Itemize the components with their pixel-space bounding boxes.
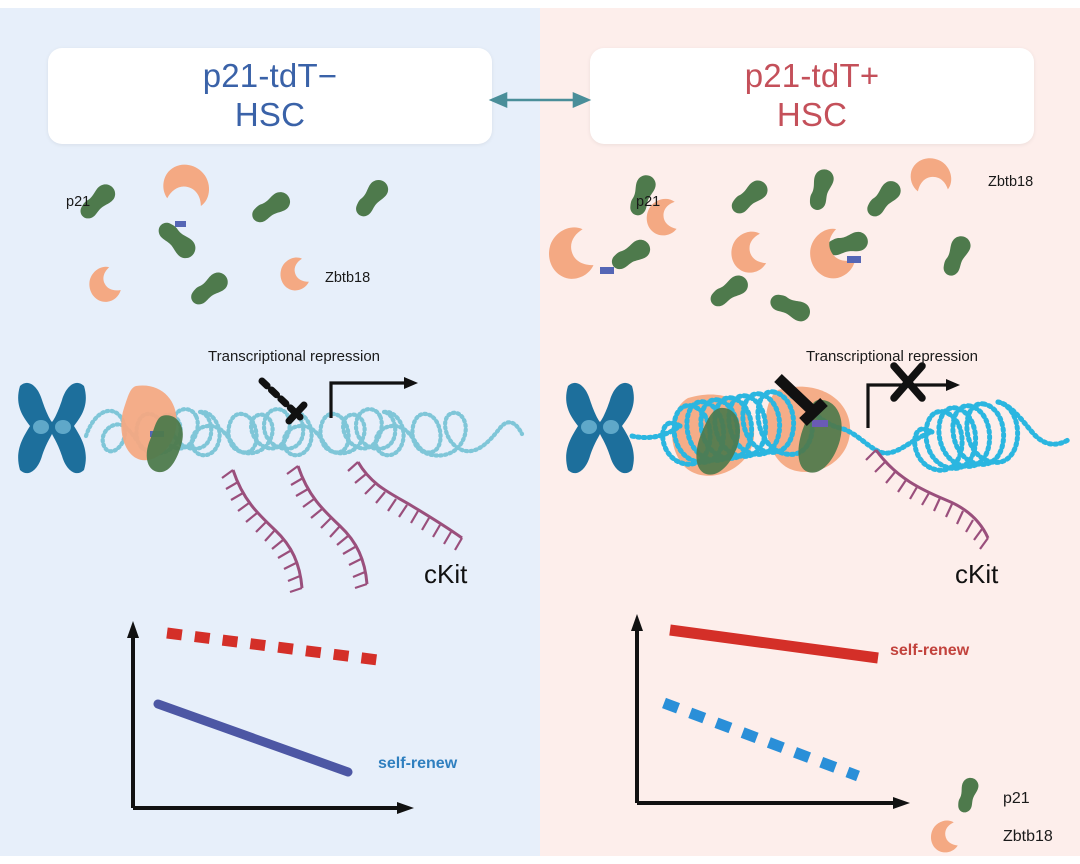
left-panel-graphics [18,159,525,814]
p21-zbtb18-bond [847,256,861,263]
zbtb18-molecule-group-left [83,159,311,307]
panel-left-title-line1: p21-tdT− [202,57,338,95]
zbtb18-molecule [159,159,215,209]
panel-left-title: p21-tdT− HSC [203,57,338,135]
p21-molecule [803,167,840,212]
title-card-left: p21-tdT− HSC [48,48,492,144]
zbtb18-molecule [276,255,311,294]
legend-p21-icon [952,776,984,814]
panel-right-title: p21-tdT+ HSC [745,57,880,135]
p21-label-right: p21 [636,194,661,210]
transcription-arrow-left [329,377,418,418]
mrna-strand [347,461,463,551]
zbtb18-label-right: Zbtb18 [988,174,1034,190]
chart-left-series-dashed [166,627,379,666]
zbtb18-molecule [727,229,768,276]
legend-label-zbtb18: Zbtb18 [1003,828,1053,845]
mrna-strand [865,449,990,550]
centromere [581,420,597,434]
p21-molecule-group-left [78,176,390,313]
transcription-arrow-right [866,379,960,428]
gene-label-right: cKit [955,559,999,589]
legend-zbtb18-icon [928,819,959,855]
p21-molecule [865,176,903,222]
zbtb18-molecule [800,224,860,287]
p21-bound-left [146,415,183,473]
centromere [55,420,71,434]
zbtb18-label-left: Zbtb18 [325,270,371,286]
gene-label-left: cKit [424,559,468,589]
p21-molecule [729,174,771,221]
centromere [603,420,619,434]
p21-molecule [249,183,294,232]
zbtb18-molecule [910,157,952,192]
mrna-strand [221,469,304,594]
p21-molecule [609,231,654,280]
mrna-strand [286,465,369,590]
p21-zbtb18-bond [600,267,614,274]
centromere [33,420,49,434]
repression-tbar-left [258,377,308,425]
panel-right-title-line1: p21-tdT+ [744,57,880,95]
p21-molecule [941,235,973,277]
self-renew-label-left: self-renew [378,755,458,772]
repression-label-right: Transcriptional repression [806,348,979,365]
p21-molecule [769,292,811,324]
right-panel-graphics [542,157,1071,855]
mrna-group-right [865,449,990,550]
mrna-group-left [221,461,463,594]
legend-label-p21: p21 [1003,790,1030,807]
p21-zbtb18-bond [175,221,186,227]
chart-right-series-dashed [662,697,860,782]
repression-label-left: Transcriptional repression [208,348,381,365]
self-renew-label-right: self-renew [890,642,970,659]
p21-molecule [188,265,231,313]
panel-p21-negative: p21-tdT− HSC [0,8,540,856]
p21-molecule [707,267,752,316]
p21-label-left: p21 [66,194,91,210]
chart-left-axes [127,621,414,814]
repression-tbar-right [774,374,828,426]
title-card-right: p21-tdT+ HSC [590,48,1034,144]
transcription-blocked-x [890,362,926,402]
panel-left-title-line2: HSC [234,96,306,133]
chart-right-axes [631,614,910,809]
chart-left-series-solid [153,699,353,777]
p21-zbtb18-bond [812,420,828,427]
chromosome-right [566,382,634,474]
chromosome-left [18,382,86,474]
zbtb18-molecule [83,263,124,307]
panel-right-title-line2: HSC [776,96,848,133]
panel-p21-positive: p21-tdT+ HSC [540,8,1080,856]
p21-molecule-group-right [609,167,973,324]
chart-right-series-solid [669,624,879,664]
p21-molecule [354,176,390,220]
zbtb18-molecule [542,224,596,284]
